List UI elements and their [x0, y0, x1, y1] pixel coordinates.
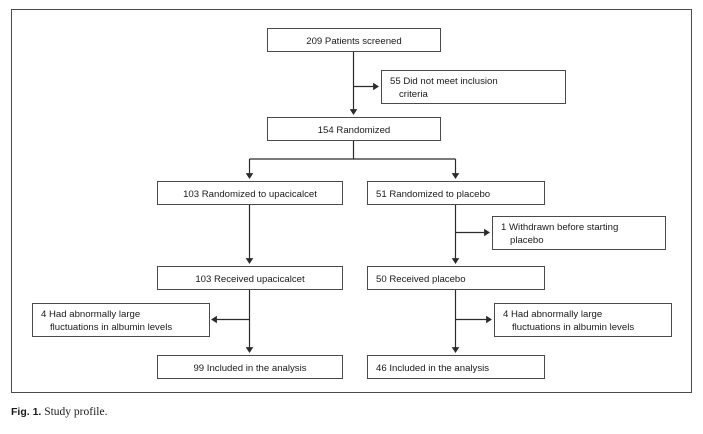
connector-layer [211, 51, 492, 353]
node-label-albumin-fluctuations-right-line2: fluctuations in albumin levels [512, 322, 634, 333]
node-label-received-upacicalcet: 103 Received upacicalcet [195, 274, 305, 285]
node-albumin-fluctuations-upacicalcet: 4 Had abnormally large fluctuations in a… [32, 303, 210, 337]
node-withdrawn-before-placebo: 1 Withdrawn before starting placebo [492, 216, 666, 250]
node-label-did-not-meet-criteria-line1: 55 Did not meet inclusion [390, 76, 498, 87]
node-randomized-to-upacicalcet: 103 Randomized to upacicalcet [157, 181, 343, 205]
node-label-albumin-fluctuations-left-line2: fluctuations in albumin levels [50, 322, 172, 333]
node-layer: 209 Patients screened 55 Did not meet in… [32, 28, 672, 379]
node-label-received-placebo: 50 Received placebo [376, 274, 466, 285]
node-label-patients-screened: 209 Patients screened [306, 36, 401, 47]
node-received-upacicalcet: 103 Received upacicalcet [157, 266, 343, 290]
figure-caption-label: Fig. 1. [11, 406, 42, 418]
node-label-included-analysis-upacicalcet: 99 Included in the analysis [193, 363, 306, 374]
node-label-randomized-to-upacicalcet: 103 Randomized to upacicalcet [183, 189, 317, 200]
node-did-not-meet-criteria: 55 Did not meet inclusion criteria [381, 70, 566, 104]
node-label-randomized: 154 Randomized [318, 125, 391, 136]
node-label-withdrawn-line2: placebo [510, 235, 544, 246]
node-label-did-not-meet-criteria-line2: criteria [399, 89, 428, 100]
node-patients-screened: 209 Patients screened [267, 28, 441, 52]
study-profile-flowchart: 209 Patients screened 55 Did not meet in… [32, 28, 672, 379]
node-label-included-analysis-placebo: 46 Included in the analysis [376, 363, 489, 374]
figure-caption-text: Study profile. [44, 406, 108, 418]
node-label-albumin-fluctuations-left-line1: 4 Had abnormally large [41, 309, 140, 320]
node-randomized: 154 Randomized [267, 117, 441, 141]
node-label-withdrawn-line1: 1 Withdrawn before starting [501, 222, 618, 233]
node-label-albumin-fluctuations-right-line1: 4 Had abnormally large [503, 309, 602, 320]
node-albumin-fluctuations-placebo: 4 Had abnormally large fluctuations in a… [494, 303, 672, 337]
figure-caption: Fig. 1. Study profile. [11, 406, 107, 418]
node-label-randomized-to-placebo: 51 Randomized to placebo [376, 189, 490, 200]
node-randomized-to-placebo: 51 Randomized to placebo [367, 181, 545, 205]
node-included-analysis-placebo: 46 Included in the analysis [367, 355, 545, 379]
node-included-analysis-upacicalcet: 99 Included in the analysis [157, 355, 343, 379]
node-received-placebo: 50 Received placebo [367, 266, 545, 290]
